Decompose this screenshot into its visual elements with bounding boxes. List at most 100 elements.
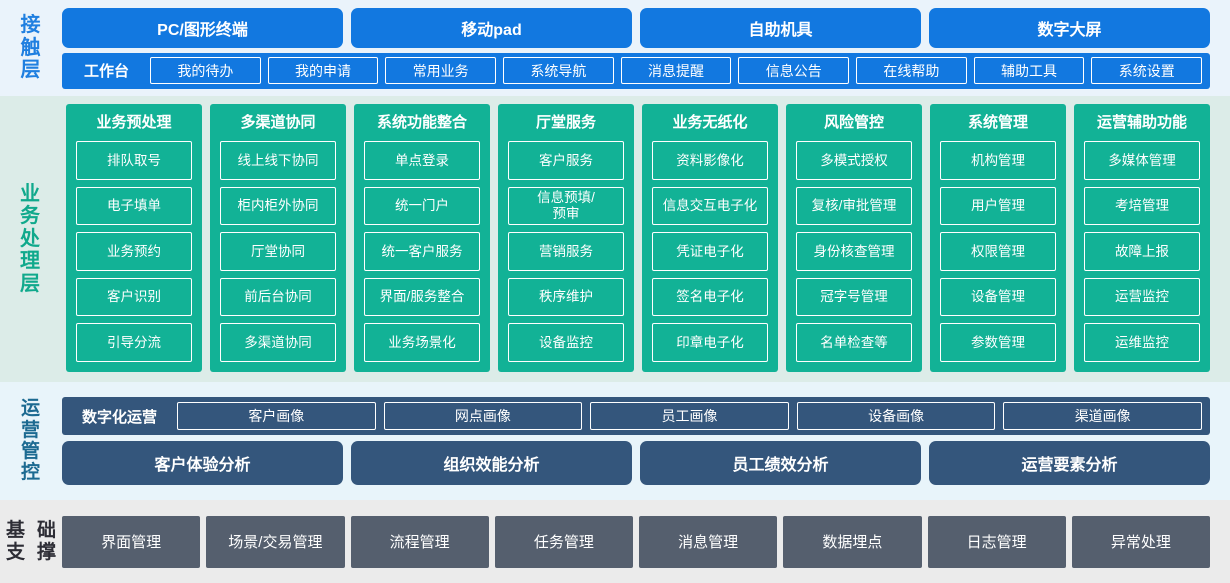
business-item-6-4[interactable]: 参数管理 — [940, 323, 1056, 362]
business-item-5-0[interactable]: 多模式授权 — [796, 141, 912, 180]
business-column-title-3: 厅堂服务 — [535, 114, 596, 131]
base-item-1[interactable]: 场景/交易管理 — [206, 515, 345, 568]
business-column-title-0: 业务预处理 — [96, 114, 172, 131]
business-item-2-0[interactable]: 单点登录 — [364, 141, 480, 180]
layer-business-label-char-3: 理 — [20, 250, 42, 273]
analysis-item-1[interactable]: 组织效能分析 — [351, 441, 632, 485]
business-item-3-1[interactable]: 信息预填/预审 — [508, 186, 624, 226]
business-item-2-1[interactable]: 统一门户 — [364, 186, 480, 226]
workbench-item-5[interactable]: 信息公告 — [738, 57, 850, 84]
business-item-0-1[interactable]: 电子填单 — [76, 186, 192, 226]
business-item-1-3[interactable]: 前后台协同 — [220, 277, 336, 317]
analysis-item-2[interactable]: 员工绩效分析 — [640, 441, 921, 485]
analysis-item-3[interactable]: 运营要素分析 — [929, 441, 1210, 485]
workbench-items: 我的待办我的申请常用业务系统导航消息提醒信息公告在线帮助辅助工具系统设置 — [150, 57, 1203, 84]
layer-business-label-char-0: 业 — [20, 183, 42, 206]
business-column-title-5: 风险管控 — [823, 114, 884, 131]
business-item-4-3[interactable]: 签名电子化 — [652, 277, 768, 317]
business-item-0-0[interactable]: 排队取号 — [76, 141, 192, 180]
business-column-title-7: 运营辅助功能 — [1096, 114, 1187, 131]
workbench-item-0[interactable]: 我的待办 — [150, 57, 261, 84]
business-item-1-4[interactable]: 多渠道协同 — [220, 323, 336, 362]
business-item-3-2[interactable]: 营销服务 — [508, 232, 624, 271]
analysis-item-0[interactable]: 客户体验分析 — [62, 441, 343, 485]
workbench-item-8[interactable]: 系统设置 — [1091, 57, 1203, 84]
business-item-6-1[interactable]: 用户管理 — [940, 186, 1056, 226]
business-item-6-0[interactable]: 机构管理 — [940, 141, 1056, 180]
portrait-item-2[interactable]: 员工画像 — [590, 402, 789, 430]
workbench-item-2[interactable]: 常用业务 — [385, 57, 497, 84]
business-item-1-1[interactable]: 柜内柜外协同 — [220, 186, 336, 226]
layer-base-body: 界面管理场景/交易管理流程管理任务管理消息管理数据埋点日志管理异常处理 — [62, 515, 1230, 568]
business-item-5-3[interactable]: 冠字号管理 — [796, 277, 912, 317]
business-item-7-2[interactable]: 故障上报 — [1084, 232, 1200, 271]
business-item-4-1[interactable]: 信息交互电子化 — [652, 186, 768, 226]
business-column-7: 运营辅助功能多媒体管理考培管理故障上报运营监控运维监控 — [1074, 104, 1210, 372]
business-item-7-3[interactable]: 运营监控 — [1084, 277, 1200, 317]
channel-1[interactable]: 移动pad — [351, 7, 632, 48]
layer-operations-label-char-3: 控 — [20, 462, 41, 484]
business-item-2-2[interactable]: 统一客户服务 — [364, 232, 480, 271]
layer-touch-label: 接触层 — [0, 14, 62, 81]
business-item-1-0[interactable]: 线上线下协同 — [220, 141, 336, 180]
workbench-item-6[interactable]: 在线帮助 — [856, 57, 967, 84]
base-item-6[interactable]: 日志管理 — [927, 515, 1066, 568]
portrait-item-3[interactable]: 设备画像 — [796, 402, 996, 430]
layer-business-label: 业务处理层 — [0, 96, 62, 382]
portrait-item-0[interactable]: 客户画像 — [177, 402, 376, 430]
layer-business: 业务处理层 业务预处理排队取号电子填单业务预约客户识别引导分流多渠道协同线上线下… — [0, 96, 1230, 382]
business-column-title-4: 业务无纸化 — [672, 114, 748, 131]
business-item-6-3[interactable]: 设备管理 — [940, 277, 1056, 317]
layer-base: 基础支撑 界面管理场景/交易管理流程管理任务管理消息管理数据埋点日志管理异常处理 — [0, 500, 1230, 583]
workbench-item-3[interactable]: 系统导航 — [503, 57, 614, 84]
business-item-3-0[interactable]: 客户服务 — [508, 141, 624, 180]
portrait-title: 数字化运营 — [82, 408, 158, 426]
business-item-5-2[interactable]: 身份核查管理 — [796, 232, 912, 271]
workbench-item-7[interactable]: 辅助工具 — [973, 57, 1085, 84]
layer-operations-body: 数字化运营 客户画像网点画像员工画像设备画像渠道画像 客户体验分析组织效能分析员… — [62, 394, 1230, 488]
business-item-5-1[interactable]: 复核/审批管理 — [796, 186, 912, 226]
base-item-5[interactable]: 数据埋点 — [783, 515, 922, 568]
business-item-6-2[interactable]: 权限管理 — [940, 232, 1056, 271]
portrait-items: 客户画像网点画像员工画像设备画像渠道画像 — [177, 402, 1202, 430]
business-column-6: 系统管理机构管理用户管理权限管理设备管理参数管理 — [930, 104, 1066, 372]
channel-2[interactable]: 自助机具 — [640, 7, 921, 48]
workbench-item-4[interactable]: 消息提醒 — [620, 57, 732, 84]
channel-0[interactable]: PC/图形终端 — [62, 7, 343, 48]
business-item-7-0[interactable]: 多媒体管理 — [1084, 141, 1200, 180]
business-column-title-6: 系统管理 — [967, 114, 1028, 131]
layer-operations-label-char-0: 运 — [20, 398, 41, 420]
business-item-2-3[interactable]: 界面/服务整合 — [364, 277, 480, 317]
business-column-0: 业务预处理排队取号电子填单业务预约客户识别引导分流 — [66, 104, 202, 372]
business-item-0-3[interactable]: 客户识别 — [76, 277, 192, 317]
layer-business-label-char-2: 处 — [20, 227, 42, 250]
workbench-item-1[interactable]: 我的申请 — [267, 57, 379, 84]
layer-touch-label-char-2: 层 — [20, 59, 42, 82]
business-item-0-2[interactable]: 业务预约 — [76, 232, 192, 271]
layer-business-label-char-1: 务 — [20, 205, 42, 228]
business-item-0-4[interactable]: 引导分流 — [76, 323, 192, 362]
portrait-row: 数字化运营 客户画像网点画像员工画像设备画像渠道画像 — [62, 397, 1210, 435]
business-item-4-0[interactable]: 资料影像化 — [652, 141, 768, 180]
portrait-item-1[interactable]: 网点画像 — [383, 402, 583, 430]
analysis-row: 客户体验分析组织效能分析员工绩效分析运营要素分析 — [62, 441, 1210, 485]
business-column-title-1: 多渠道协同 — [240, 114, 316, 131]
base-item-7[interactable]: 异常处理 — [1071, 515, 1210, 568]
channel-3[interactable]: 数字大屏 — [929, 7, 1210, 48]
base-item-0[interactable]: 界面管理 — [62, 515, 201, 568]
business-item-7-4[interactable]: 运维监控 — [1084, 323, 1200, 362]
layer-base-label-char-1: 础 — [36, 520, 56, 542]
base-item-2[interactable]: 流程管理 — [350, 515, 489, 568]
business-item-3-4[interactable]: 设备监控 — [508, 323, 624, 362]
portrait-item-4[interactable]: 渠道画像 — [1003, 402, 1202, 430]
layer-touch-label-char-0: 接 — [20, 14, 42, 37]
base-item-4[interactable]: 消息管理 — [639, 515, 778, 568]
business-item-4-4[interactable]: 印章电子化 — [652, 323, 768, 362]
base-item-3[interactable]: 任务管理 — [494, 515, 633, 568]
business-item-5-4[interactable]: 名单检查等 — [796, 323, 912, 362]
business-item-7-1[interactable]: 考培管理 — [1084, 186, 1200, 226]
business-item-3-3[interactable]: 秩序维护 — [508, 277, 624, 317]
business-item-1-2[interactable]: 厅堂协同 — [220, 232, 336, 271]
business-item-2-4[interactable]: 业务场景化 — [364, 323, 480, 362]
business-item-4-2[interactable]: 凭证电子化 — [652, 232, 768, 271]
